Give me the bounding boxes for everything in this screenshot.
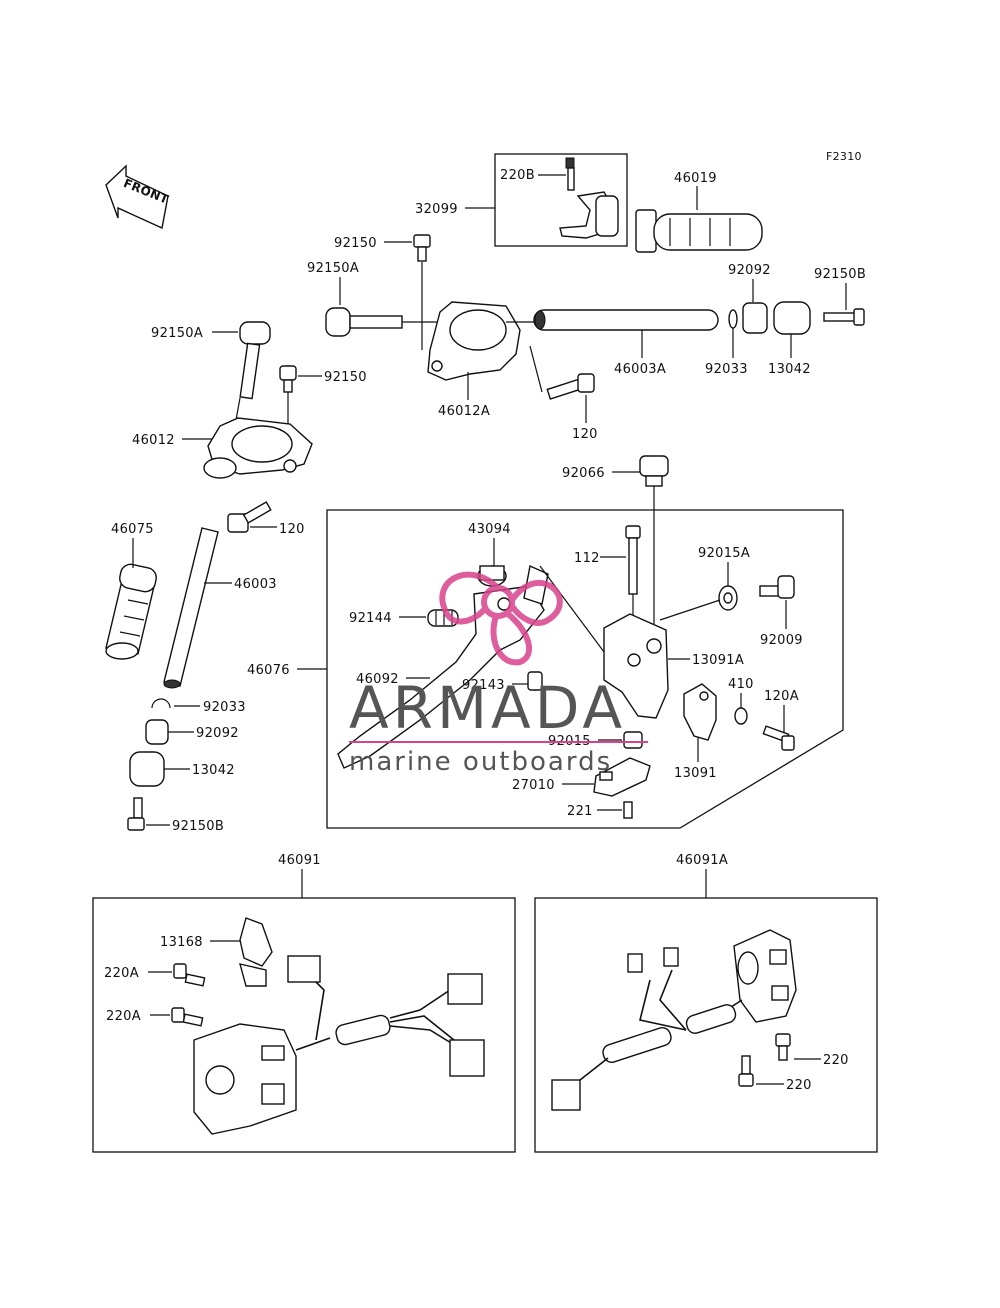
label-32099: 32099: [415, 202, 458, 217]
label-46075: 46075: [111, 522, 154, 537]
label-220-1: 220: [823, 1053, 849, 1068]
screw-220-1-icon: [775, 1033, 791, 1061]
bolt-92150A-top-icon: [325, 307, 403, 337]
label-92033-left: 92033: [203, 700, 246, 715]
connector-13168-icon: [239, 917, 273, 987]
label-92150B-top: 92150B: [814, 267, 866, 282]
pin-92143-icon: [527, 671, 543, 691]
box-32099: [494, 153, 628, 247]
clip-92033-top-icon: [728, 309, 738, 329]
screw-221-icon: [623, 801, 633, 819]
label-27010: 27010: [512, 778, 555, 793]
grip-46075-icon: [105, 563, 157, 660]
label-220A-2: 220A: [106, 1009, 141, 1024]
label-46019: 46019: [674, 171, 717, 186]
watermark-logo-icon: [439, 571, 563, 666]
screw-220A-1-icon: [173, 963, 206, 987]
label-92033-top: 92033: [705, 362, 748, 377]
label-46012: 46012: [132, 433, 175, 448]
switch-46091-icon: [193, 1023, 297, 1135]
label-92144: 92144: [349, 611, 392, 626]
label-220B: 220B: [500, 168, 535, 183]
wiring-46091-icon: [287, 955, 485, 1077]
bolt-92150-top-icon: [413, 234, 431, 262]
bolt-92150B-top-icon: [823, 308, 865, 326]
nut-92015A-icon: [718, 585, 738, 611]
label-120-top: 120: [572, 427, 598, 442]
bar-46003-icon: [163, 527, 219, 689]
label-92150A-left: 92150A: [151, 326, 203, 341]
label-13091: 13091: [674, 766, 717, 781]
watermark-tagline: marine outboards: [349, 747, 612, 777]
bolt-120-left-icon: [227, 501, 272, 533]
label-112: 112: [574, 551, 600, 566]
label-46003: 46003: [234, 577, 277, 592]
bolt-92150A-left-icon: [239, 321, 271, 400]
label-13042-left: 13042: [192, 763, 235, 778]
cap-92066-icon: [639, 455, 669, 487]
label-92092-top: 92092: [728, 263, 771, 278]
switch-27010-icon: [593, 757, 651, 797]
label-46091: 46091: [278, 853, 321, 868]
bolt-112-icon: [625, 525, 641, 595]
nut-92015-icon: [623, 731, 643, 749]
throttle-tube-icon: [559, 157, 619, 239]
label-92009: 92009: [760, 633, 803, 648]
label-13042-top: 13042: [768, 362, 811, 377]
clip-92033-left-icon: [151, 698, 171, 709]
front-arrow-icon: FRONT: [105, 164, 171, 230]
watermark-brand: ARMADA: [349, 674, 626, 742]
label-92092-left: 92092: [196, 726, 239, 741]
label-46076: 46076: [247, 663, 290, 678]
label-46091A: 46091A: [676, 853, 728, 868]
label-220-2: 220: [786, 1078, 812, 1093]
screw-220A-2-icon: [171, 1007, 204, 1027]
box-46091: [92, 897, 516, 1153]
label-120A: 120A: [764, 689, 799, 704]
weight-92092-top-icon: [742, 302, 768, 334]
label-46003A: 46003A: [614, 362, 666, 377]
weight-92092-left-icon: [145, 719, 169, 745]
screw-92009-icon: [759, 575, 795, 599]
figure-code: F2310: [826, 150, 862, 163]
box-46076: [326, 509, 844, 829]
screw-220-2-icon: [738, 1055, 754, 1087]
label-13168: 13168: [160, 935, 203, 950]
switch-46091A-icon: [733, 929, 797, 1023]
weight-13042-left-icon: [129, 751, 165, 787]
weight-13042-top-icon: [773, 301, 811, 335]
washer-410-icon: [734, 707, 748, 725]
holder-13091A-icon: [603, 613, 669, 719]
label-92150-top: 92150: [334, 236, 377, 251]
label-92066: 92066: [562, 466, 605, 481]
grip-46019-icon: [635, 209, 763, 253]
label-120-left: 120: [279, 522, 305, 537]
label-220A-1: 220A: [104, 966, 139, 981]
label-46092: 46092: [356, 672, 399, 687]
label-92150-left: 92150: [324, 370, 367, 385]
bar-46003A-icon: [533, 309, 719, 331]
clamp-46012A-icon: [427, 301, 521, 381]
bolt-120A-icon: [762, 725, 795, 751]
clamp-46012-icon: [203, 417, 313, 479]
bolt-92150-left-icon: [279, 365, 297, 393]
wiring-46091A-icon: [551, 947, 743, 1111]
bolt-92150B-left-icon: [127, 797, 145, 831]
label-410: 410: [728, 677, 754, 692]
label-221: 221: [567, 804, 593, 819]
clamp-13091-icon: [683, 683, 717, 741]
label-92150A-top: 92150A: [307, 261, 359, 276]
label-43094: 43094: [468, 522, 511, 537]
label-13091A: 13091A: [692, 653, 744, 668]
bolt-120-top-icon: [546, 373, 595, 400]
label-92150B-left: 92150B: [172, 819, 224, 834]
label-46012A: 46012A: [438, 404, 490, 419]
label-92143: 92143: [462, 678, 505, 693]
label-92015A: 92015A: [698, 546, 750, 561]
